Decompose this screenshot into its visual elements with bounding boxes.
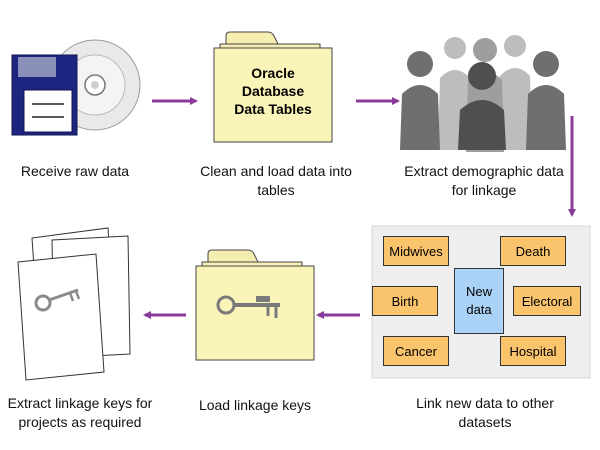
key-folder-icon xyxy=(195,249,315,361)
flow-arrows xyxy=(143,97,576,319)
dataset-box-electoral: Electoral xyxy=(513,286,581,316)
dataset-box-death: Death xyxy=(500,236,566,266)
caption-clean-and-load: Clean and load data into tables xyxy=(200,163,352,198)
dataset-box-cancer: Cancer xyxy=(383,336,449,366)
disk-and-cd-icon xyxy=(11,39,141,136)
dataset-box-midwives: Midwives xyxy=(383,236,449,266)
folder-icon xyxy=(213,31,333,143)
key-documents-icon xyxy=(17,227,131,381)
caption-extract-demographic: Extract demographic data for linkage xyxy=(404,163,564,198)
dataset-box-birth: Birth xyxy=(372,286,438,316)
folder-label: Oracle Database Data Tables xyxy=(234,65,312,117)
caption-extract-linkage-keys: Extract linkage keys for projects as req… xyxy=(7,395,153,430)
caption-load-linkage-keys: Load linkage keys xyxy=(198,397,312,413)
people-icon xyxy=(400,35,566,152)
dataset-box-hospital: Hospital xyxy=(500,336,566,366)
caption-link-new-data: Link new data to other datasets xyxy=(416,395,554,430)
new-data-box: New data xyxy=(454,268,504,334)
key-icon xyxy=(216,295,280,318)
caption-receive-raw-data: Receive raw data xyxy=(20,163,130,179)
